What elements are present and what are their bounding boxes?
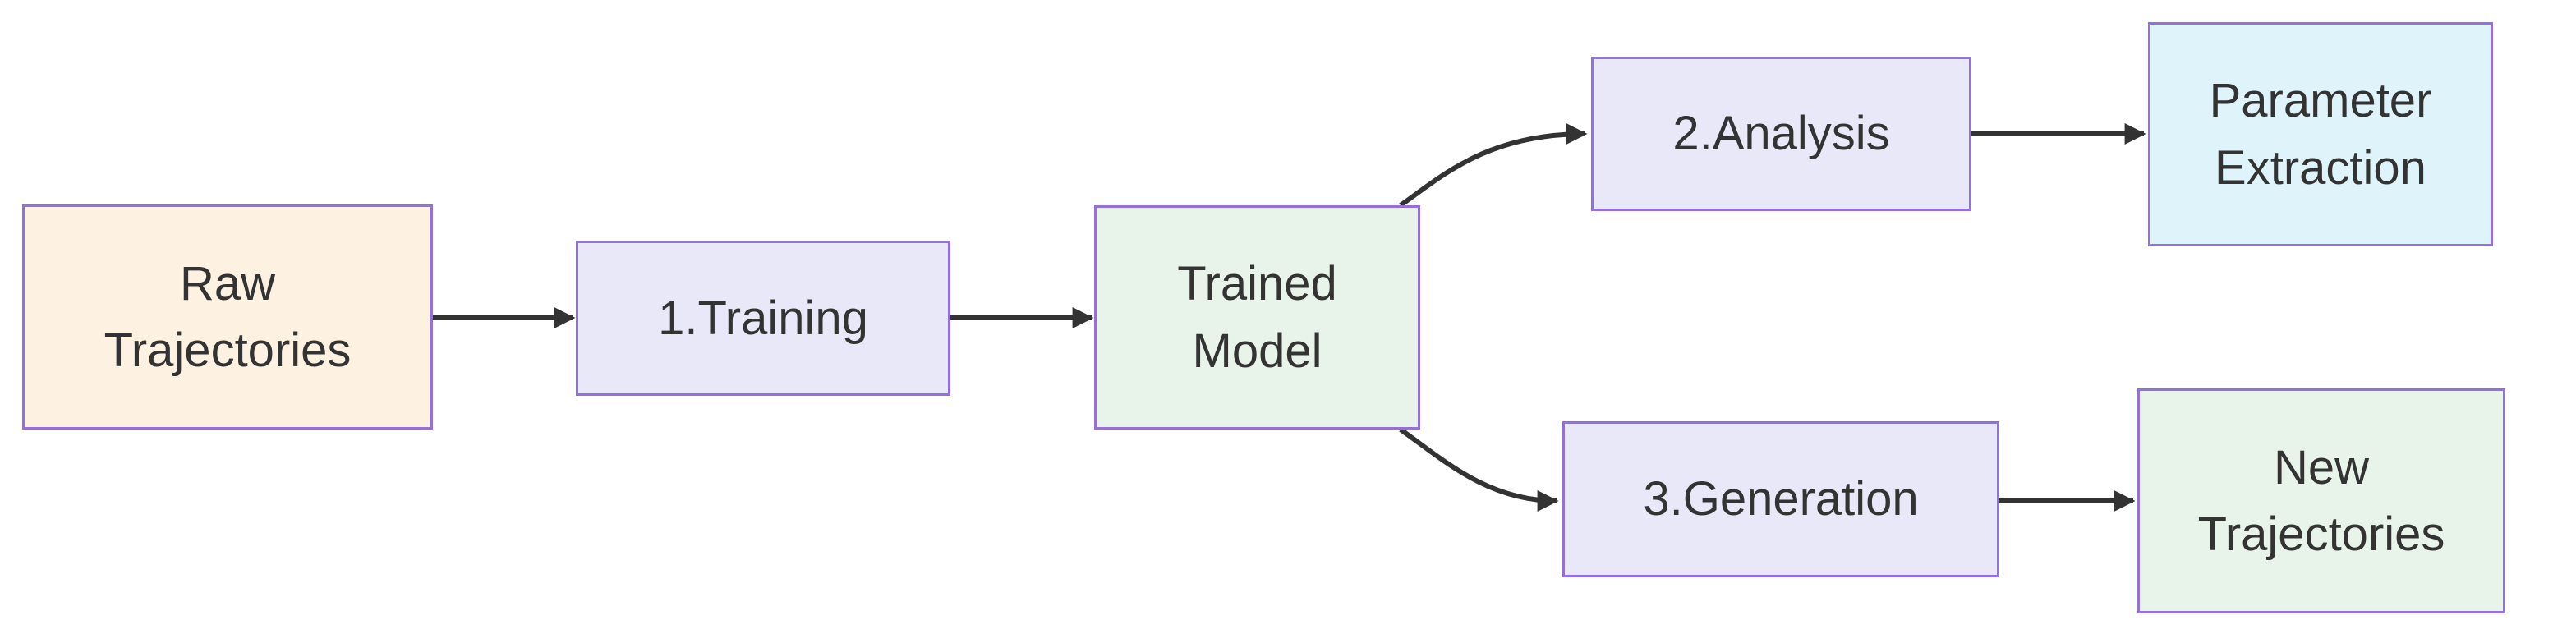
node-training: 1.Training — [576, 241, 950, 396]
edge-trained-model-to-analysis — [1399, 123, 1588, 208]
edge-trained-model-to-generation — [1399, 427, 1559, 512]
node-new-trajectories-label: New Trajectories — [2197, 440, 2445, 561]
node-generation-label: 3.Generation — [1643, 472, 1919, 526]
node-trained-model-label: Trained Model — [1177, 257, 1337, 378]
node-training-label: 1.Training — [658, 291, 868, 345]
node-raw-trajectories-label: Raw Trajectories — [104, 256, 352, 377]
node-parameter-extraction-label: Parameter Extraction — [2209, 74, 2432, 195]
node-trained-model: Trained Model — [1094, 205, 1420, 430]
node-generation: 3.Generation — [1562, 421, 1999, 577]
node-analysis-label: 2.Analysis — [1672, 107, 1890, 161]
node-analysis: 2.Analysis — [1591, 57, 1971, 211]
node-parameter-extraction: Parameter Extraction — [2148, 22, 2493, 246]
node-new-trajectories: New Trajectories — [2137, 388, 2505, 613]
node-raw-trajectories: Raw Trajectories — [22, 204, 433, 430]
